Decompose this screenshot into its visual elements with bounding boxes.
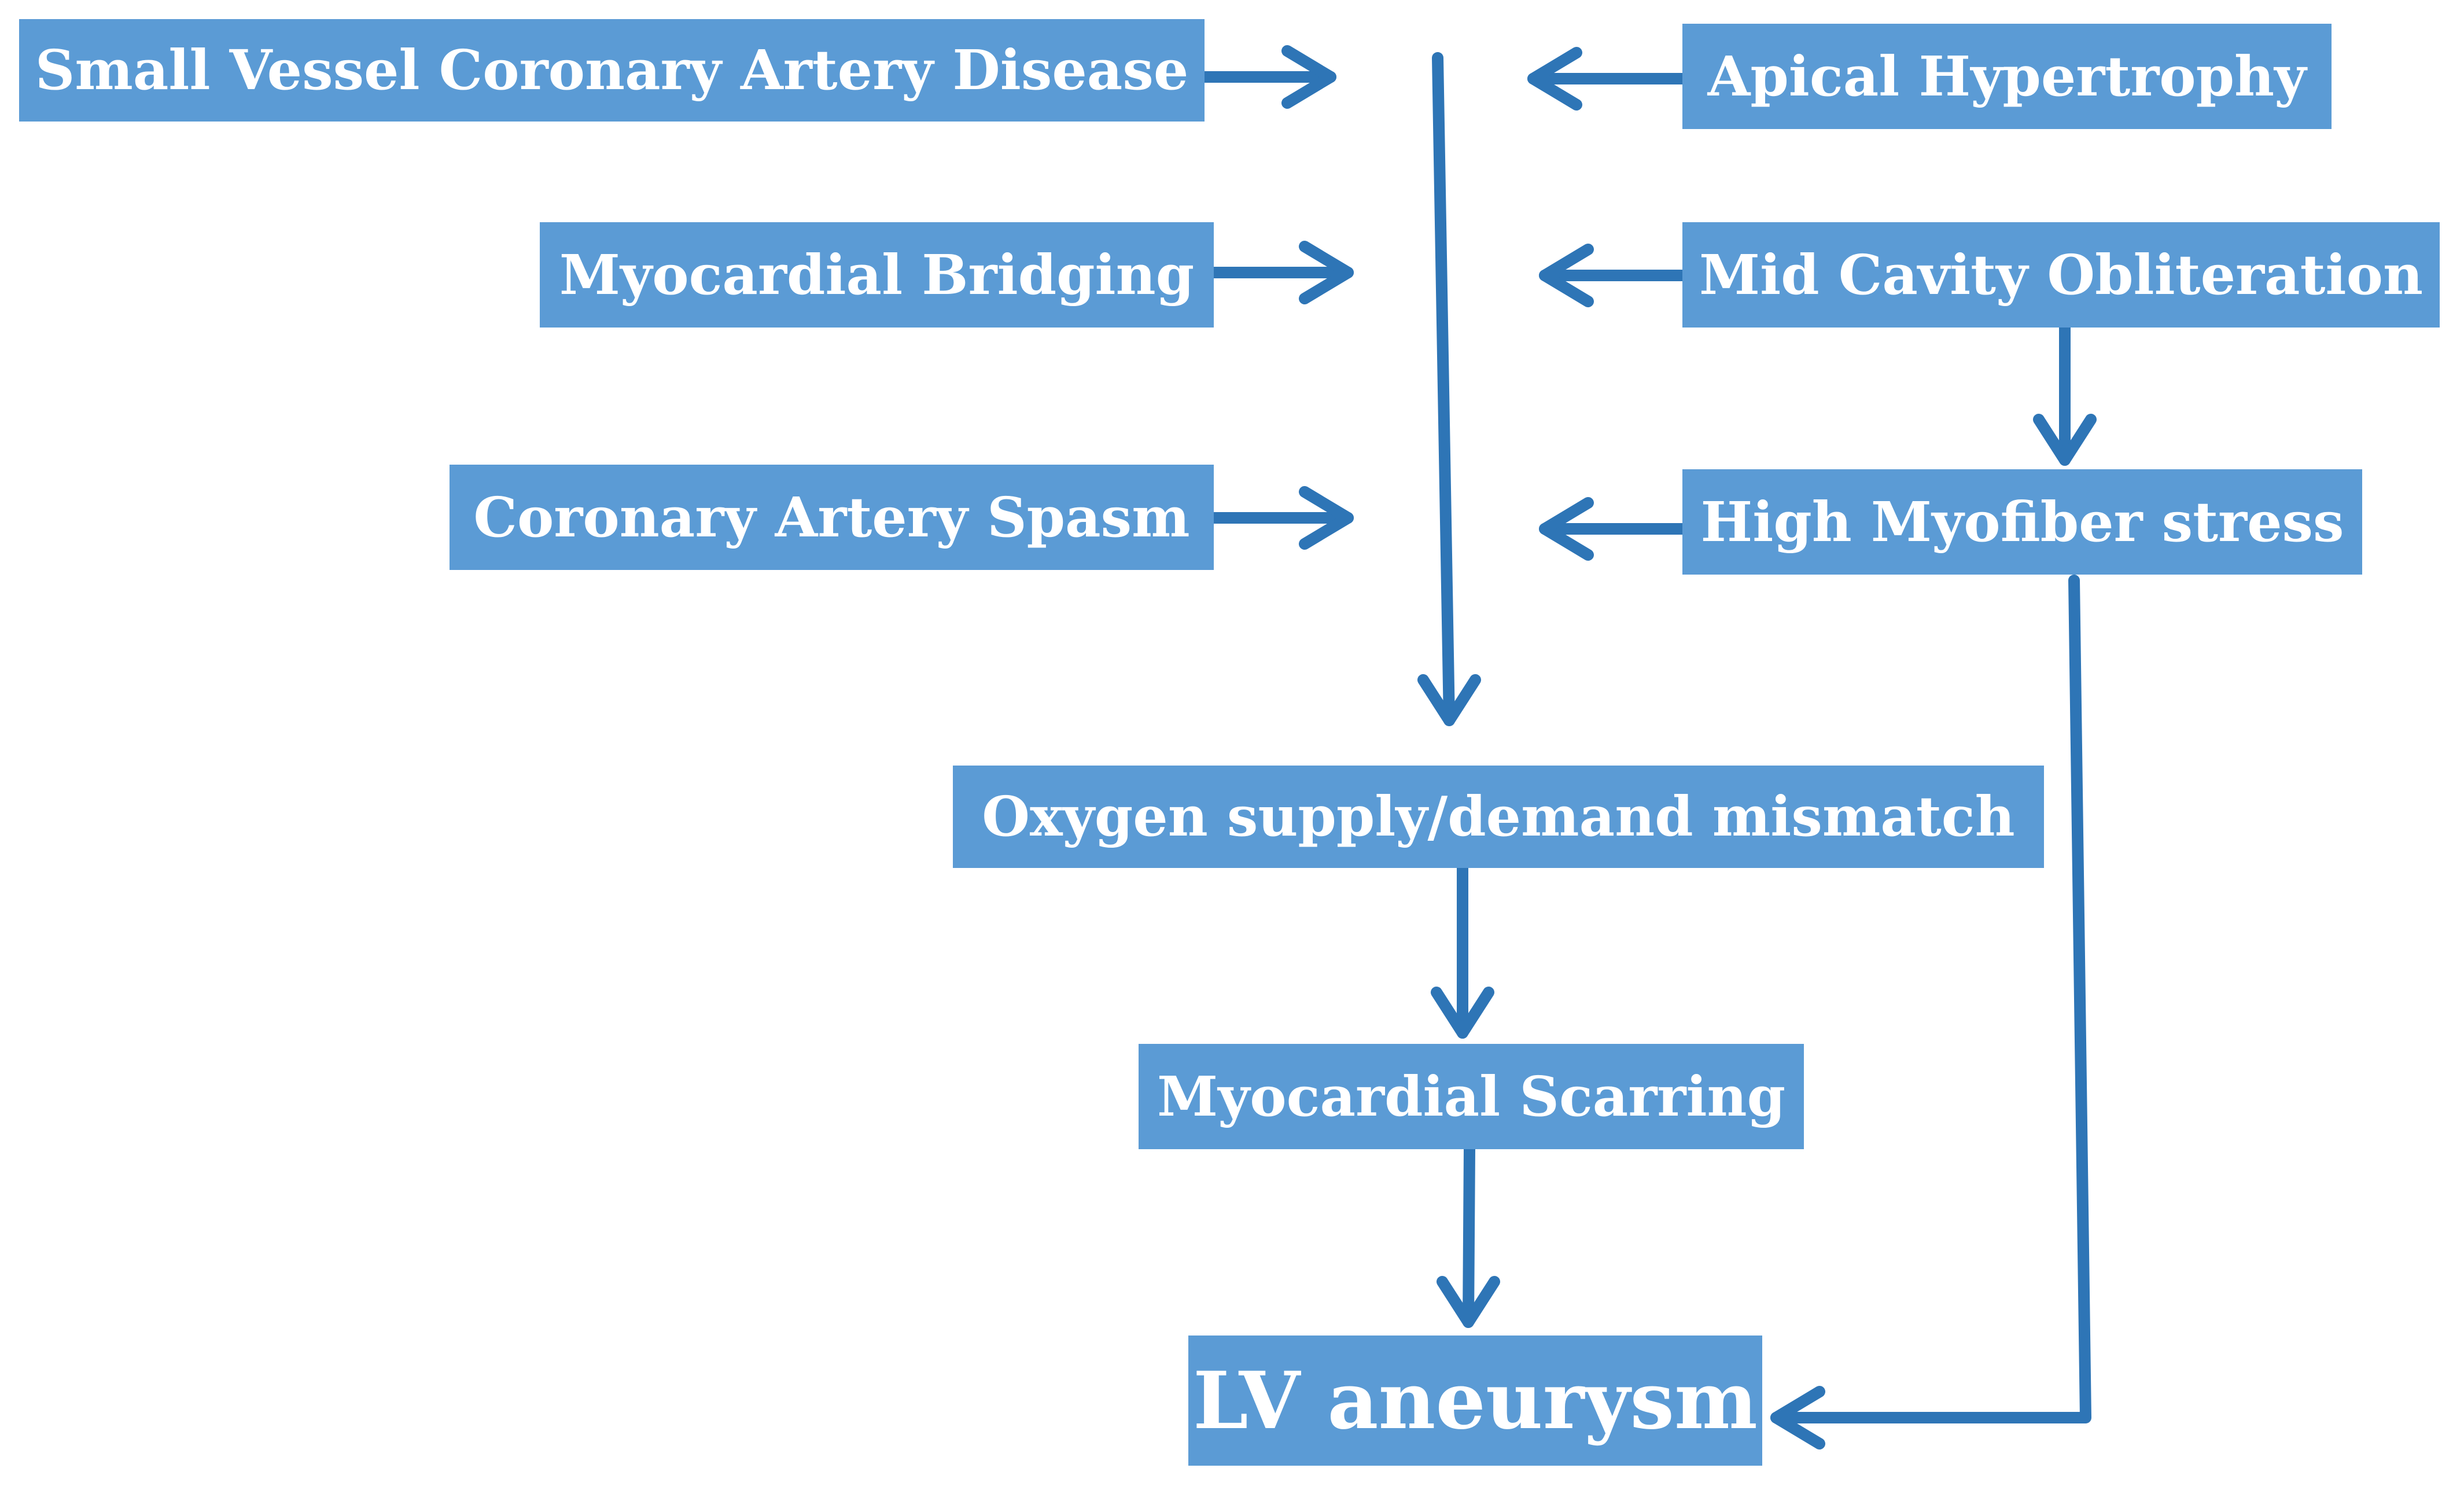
arrow-center-to-oxygen bbox=[1417, 52, 1481, 726]
arrow-oxygen-to-scarring bbox=[1431, 862, 1494, 1039]
arrow-scarring-to-lv bbox=[1437, 1143, 1500, 1328]
arrow-spasm-to-center bbox=[1208, 486, 1354, 550]
arrow-midcavity-to-myofiber bbox=[2033, 322, 2097, 466]
node-myocardial-scarring: Myocardial Scarring bbox=[1139, 1044, 1804, 1149]
node-oxygen-mismatch: Oxygen supply/demand mismatch bbox=[953, 766, 2044, 868]
arrow-bridging-to-center bbox=[1208, 241, 1354, 304]
arrow-apical-to-center bbox=[1527, 47, 1688, 111]
node-myocardial-bridging: Myocardial Bridging bbox=[540, 222, 1214, 328]
arrow-midcavity-to-center bbox=[1539, 244, 1688, 307]
arrow-myofiber-to-center bbox=[1539, 497, 1688, 561]
node-high-myofiber-stress: High Myofiber stress bbox=[1682, 469, 2362, 575]
node-apical-hypertrophy: Apical Hypertrophy bbox=[1682, 24, 2332, 129]
node-small-vessel-cad: Small Vessel Coronary Artery Disease bbox=[19, 19, 1205, 122]
node-coronary-artery-spasm: Coronary Artery Spasm bbox=[450, 465, 1214, 570]
node-mid-cavity-obliteration: Mid Cavity Obliteration bbox=[1682, 222, 2440, 328]
arrow-myofiber-to-lv bbox=[1770, 575, 2091, 1449]
node-lv-aneurysm: LV aneurysm bbox=[1188, 1336, 1762, 1466]
arrow-small-vessel-to-center bbox=[1199, 45, 1336, 109]
